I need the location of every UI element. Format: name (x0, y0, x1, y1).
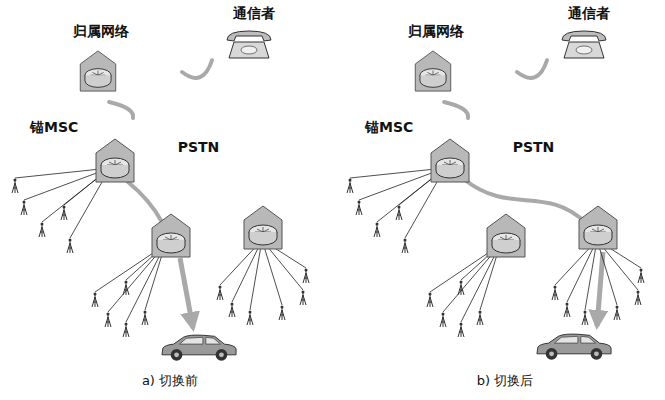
cloud-shape (20, 2, 182, 102)
tower-links (15, 168, 306, 322)
anchor-msc-building (96, 139, 134, 182)
home-router (415, 51, 450, 91)
telephone (562, 31, 606, 58)
caption: b) 切换后 (430, 372, 580, 390)
cloud-outline (453, 91, 616, 252)
panel-after (347, 31, 644, 360)
msc-building (487, 214, 525, 257)
car (537, 334, 611, 360)
node-label: PSTN (445, 138, 622, 156)
cloud-outline (118, 91, 281, 252)
node-label: PSTN (110, 138, 287, 156)
cell-towers (347, 179, 644, 338)
node-label: 通信者 (547, 4, 631, 22)
node-label: 归属网络 (20, 22, 182, 40)
anchor-msc-building (431, 139, 469, 182)
call-connector (182, 60, 212, 78)
cloud-shape (110, 72, 287, 262)
node-label: 归属网络 (355, 22, 517, 40)
call-connector (517, 60, 547, 78)
msc-building (244, 206, 282, 249)
car (162, 335, 236, 361)
radio-link-arrow (597, 252, 603, 326)
msc-building (152, 214, 190, 257)
panel-before (12, 31, 309, 361)
radio-link-arrow (180, 258, 193, 328)
correspondent-node: 通信者 (547, 4, 631, 79)
call-connector (444, 102, 468, 118)
pstn-cloud: PSTN (110, 72, 287, 262)
telephone (227, 31, 271, 58)
call-path (128, 182, 162, 222)
node-label: 通信者 (212, 4, 296, 22)
caption: a) 切换前 (95, 372, 245, 390)
msc-building (579, 206, 617, 249)
correspondent-node: 通信者 (212, 4, 296, 79)
cloud-shape (445, 72, 622, 262)
home-router (80, 51, 115, 91)
call-connector (109, 102, 133, 118)
pstn-cloud: PSTN (445, 72, 622, 262)
call-path (465, 180, 585, 222)
node-label: 锚MSC (30, 118, 147, 136)
node-label: 锚MSC (365, 118, 482, 136)
cell-towers (12, 179, 309, 338)
home-network-cloud: 归属网络 (355, 2, 517, 102)
tower-links (350, 168, 641, 322)
anchor-msc-node: 锚MSC (30, 118, 147, 186)
home-network-cloud: 归属网络 (20, 2, 182, 102)
anchor-msc-node: 锚MSC (365, 118, 482, 186)
cloud-shape (355, 2, 517, 102)
